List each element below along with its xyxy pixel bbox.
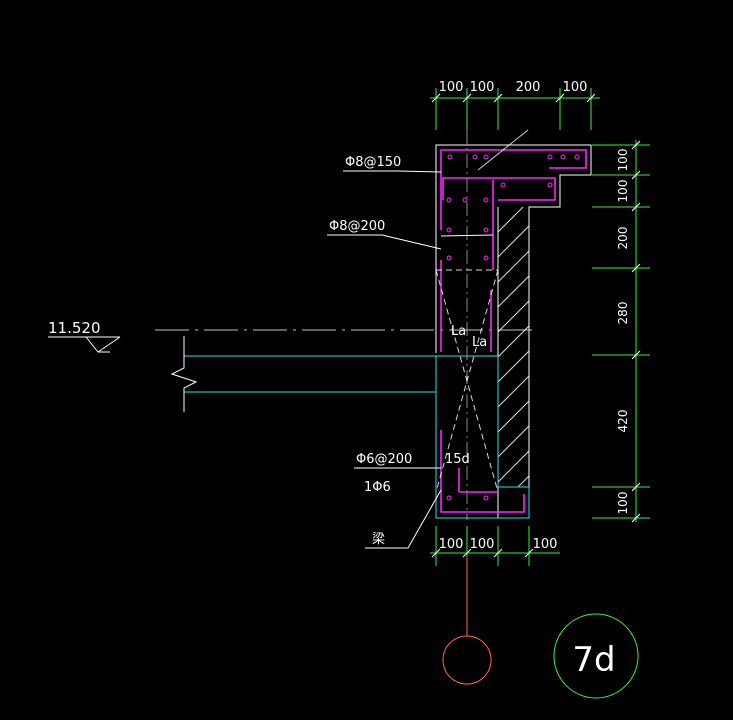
dim-right-3: 200 bbox=[616, 227, 630, 250]
dim-right-4: 280 bbox=[616, 302, 630, 325]
dim-top-3: 200 bbox=[516, 80, 541, 95]
section-cut-line bbox=[477, 129, 529, 171]
dim-top-1: 100 bbox=[439, 80, 464, 95]
annotation-top: Φ8@150 bbox=[343, 155, 442, 173]
dim-right-2: 100 bbox=[616, 180, 630, 203]
rebar-label-mid: Φ8@200 bbox=[329, 219, 385, 234]
rebar-label-single: 1Φ6 bbox=[364, 480, 391, 495]
rebar-label-low: Φ6@200 bbox=[356, 452, 412, 467]
dim-right-6: 100 bbox=[616, 492, 630, 515]
lap-label-a: La bbox=[451, 324, 466, 339]
beam-note: 梁 bbox=[372, 532, 385, 547]
dim-right-5: 420 bbox=[616, 410, 630, 433]
hook-label: 15d bbox=[445, 452, 470, 467]
rebar-label-top: Φ8@150 bbox=[345, 155, 401, 170]
dim-top-4: 100 bbox=[563, 80, 588, 95]
top-dimension-chain: 100 100 200 100 bbox=[430, 80, 600, 130]
annotation-low: Φ6@200 1Φ6 15d bbox=[354, 452, 470, 495]
detail-bubble bbox=[553, 613, 639, 699]
annotation-mid: Φ8@200 bbox=[327, 219, 494, 250]
axis-bubble bbox=[442, 635, 492, 685]
annotation-beam: 梁 bbox=[365, 489, 442, 549]
right-dimension-chain: 100 100 200 280 420 100 bbox=[592, 140, 650, 523]
dim-right-1: 100 bbox=[616, 149, 630, 172]
elevation-value: 11.520 bbox=[48, 319, 101, 337]
dim-top-2: 100 bbox=[470, 80, 495, 95]
dim-bottom-3: 100 bbox=[533, 537, 558, 552]
dim-bottom-1: 100 bbox=[439, 537, 464, 552]
lap-label-b: La bbox=[472, 335, 487, 350]
bottom-dimension-chain: 100 100 100 bbox=[430, 526, 560, 566]
lap-splice-lines bbox=[435, 269, 499, 493]
elevation-mark: 11.520 bbox=[48, 319, 121, 353]
beam-outline bbox=[170, 336, 530, 519]
rebar bbox=[440, 149, 587, 513]
wall-outline bbox=[435, 144, 592, 519]
dim-bottom-2: 100 bbox=[470, 537, 495, 552]
detail-label: 7d bbox=[572, 640, 615, 680]
